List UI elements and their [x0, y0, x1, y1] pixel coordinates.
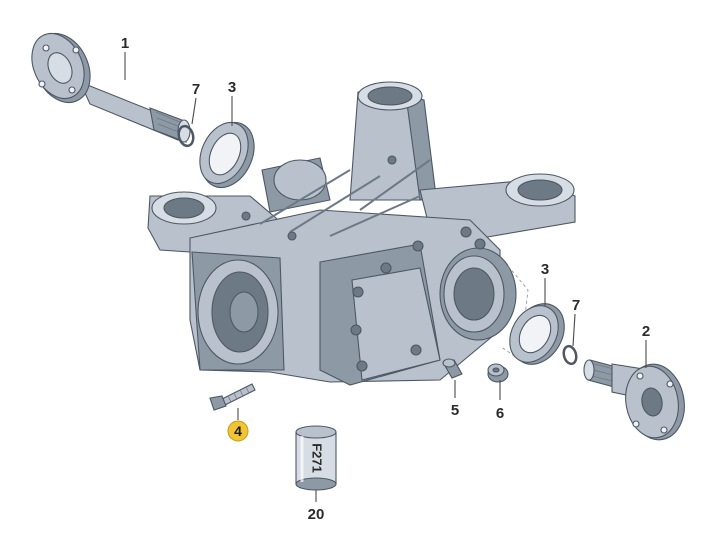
callout-part-2: 2: [642, 323, 650, 340]
drain-plug: [487, 363, 509, 383]
oil-seal-left: [199, 121, 255, 188]
leader-lines: [124, 52, 647, 502]
callout-part-4: 4: [234, 423, 242, 439]
callout-part-7-left: 7: [192, 81, 200, 98]
callout-part-6: 6: [496, 405, 504, 422]
callout-part-1: 1: [121, 35, 129, 52]
callouts: 1 7 3 3 7 2 5 6 4 20: [121, 35, 650, 523]
filter-marking: F271: [310, 443, 325, 473]
flange-shaft-right: [583, 359, 685, 441]
hex-bolt: [209, 383, 256, 411]
callout-part-3-left: 3: [228, 79, 236, 96]
final-drive-housing: [147, 81, 576, 386]
flange-shaft-left: [31, 33, 191, 143]
screw-plug: [442, 358, 463, 379]
callout-part-5: 5: [451, 402, 459, 419]
filter-cartridge: F271: [295, 425, 337, 491]
callout-part-7-right: 7: [572, 297, 580, 314]
circlip-right: [562, 344, 578, 366]
callout-part-3-right: 3: [541, 261, 549, 278]
oil-seal-right: [509, 303, 565, 365]
circlip-left: [177, 124, 195, 148]
callout-highlight-badge: [227, 420, 249, 442]
callout-part-20: 20: [308, 506, 325, 523]
